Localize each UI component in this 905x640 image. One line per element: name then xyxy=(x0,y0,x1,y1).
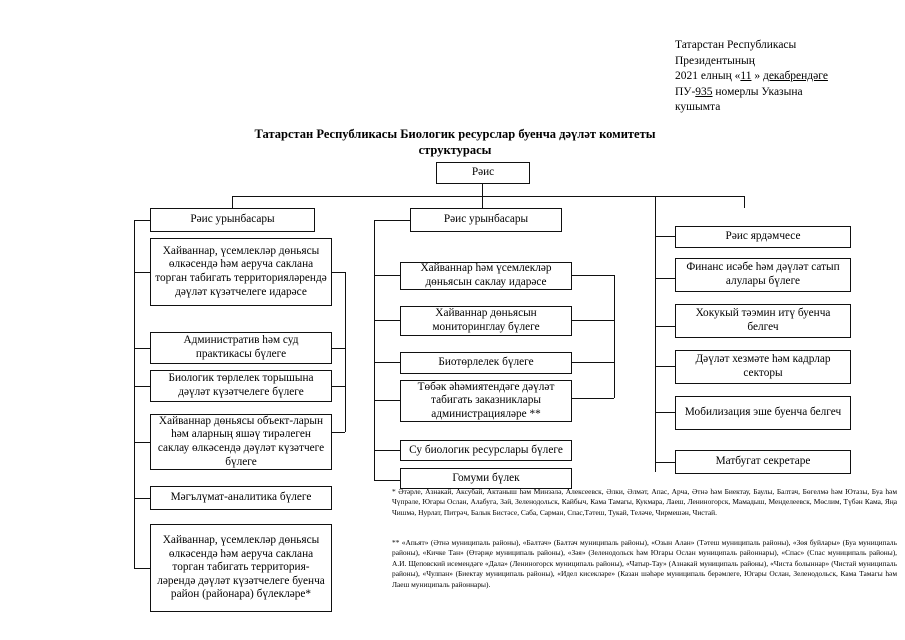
org-node-left-2: Административ һәм суд практикасы бүлеге xyxy=(150,332,332,364)
footnote-two: ** «Апьят» (Әтнә муниципаль районы), «Ба… xyxy=(392,538,897,589)
connector-right-branch-4 xyxy=(655,412,675,414)
header-line-3: 2021 елның «11 » декабрендәге xyxy=(675,69,900,85)
header-line-1: Татарстан Республикасы xyxy=(675,39,797,51)
connector-middle-branch-1 xyxy=(374,275,400,277)
org-node-middle-2: Хайваннар дөньясын мониторинглау бүлеге xyxy=(400,306,572,336)
connector-right-branch-1 xyxy=(655,278,675,280)
connector-right-spine xyxy=(655,196,657,472)
org-node-middle-head: Рәис урынбасары xyxy=(410,208,562,232)
org-node-middle-1: Хайваннар һәм үсемлекләр дөньясын саклау… xyxy=(400,262,572,290)
org-node-right-2: Хокукый тәэмин итү буенча белгеч xyxy=(675,304,851,338)
connector-left-branch-6 xyxy=(134,568,150,570)
connector-drop-left xyxy=(232,196,234,208)
org-node-left-3: Биологик төрлелек торышына дәүләт күзәтч… xyxy=(150,370,332,402)
org-node-left-head: Рәис урынбасары xyxy=(150,208,315,232)
decree-reference-block: Татарстан Республикасы Президентының 202… xyxy=(675,38,900,116)
connector-left-tie-4 xyxy=(332,432,345,434)
connector-drop-right xyxy=(744,196,746,208)
org-node-middle-6: Гомуми бүлек xyxy=(400,468,572,489)
connector-left-branch-5 xyxy=(134,498,150,500)
connector-left-tie-3 xyxy=(332,386,345,388)
header-number-suffix: номерлы Указына xyxy=(712,85,803,98)
connector-root-bus xyxy=(232,196,744,198)
footnote-one: * Әтәрле, Азнакай, Аксубай, Актаныш һәм … xyxy=(392,487,897,517)
header-month-value: декабрендәге xyxy=(762,70,828,83)
connector-middle-group-tie xyxy=(614,275,616,398)
connector-middle-branch-4 xyxy=(374,400,400,402)
connector-right-branch-2 xyxy=(655,326,675,328)
connector-middle-branch-2 xyxy=(374,320,400,322)
connector-right-branch-5 xyxy=(655,462,675,464)
header-number-prefix: ПУ- xyxy=(675,85,696,98)
connector-middle-branch-3 xyxy=(374,362,400,364)
connector-right-branch-3 xyxy=(655,366,675,368)
org-node-left-1: Хайваннар, үсемлекләр дөньясы өлкәсендә … xyxy=(150,238,332,306)
connector-middle-branch-head xyxy=(374,220,410,222)
connector-right-branch-head xyxy=(655,236,675,238)
header-line-4: ПУ-935 номерлы Указына xyxy=(675,85,900,101)
connector-left-group-tie xyxy=(345,272,347,432)
connector-middle-spine xyxy=(374,220,376,480)
connector-root-stem xyxy=(482,184,484,196)
connector-middle-branch-5 xyxy=(374,450,400,452)
org-node-right-4: Мобилизация эше буенча белгеч xyxy=(675,396,851,430)
org-node-left-6: Хайваннар, үсемлекләр дөньясы өлкәсендә … xyxy=(150,524,332,612)
connector-left-branch-1 xyxy=(134,272,150,274)
org-node-root: Рәис xyxy=(436,162,530,184)
connector-left-spine xyxy=(134,220,136,568)
org-node-middle-4: Төбәк әһәмиятендәге дәүләт табигать зака… xyxy=(400,380,572,422)
page-title-line-2: структурасы xyxy=(418,143,492,157)
header-number-value: 935 xyxy=(695,85,713,98)
connector-middle-tie-3 xyxy=(572,362,614,364)
org-node-middle-3: Биотөрлелек бүлеге xyxy=(400,352,572,374)
connector-left-branch-2 xyxy=(134,348,150,350)
header-day-value: 11 xyxy=(740,70,752,83)
connector-middle-tie-4 xyxy=(572,398,614,400)
org-node-right-5: Матбугат секретаре xyxy=(675,450,851,474)
header-line-5: кушымта xyxy=(675,101,721,114)
connector-left-tie-2 xyxy=(332,348,345,350)
connector-middle-tie-1 xyxy=(572,275,614,277)
page-title: Татарстан Республикасы Биологик ресурсла… xyxy=(150,126,760,158)
org-node-left-4: Хайваннар дөньясы объект-ларын һәм аларн… xyxy=(150,414,332,470)
org-node-right-1: Финанс исәбе һәм дәүләт сатып алулары бү… xyxy=(675,258,851,292)
connector-middle-tie-2 xyxy=(572,320,614,322)
header-date-prefix: 2021 елның « xyxy=(675,70,741,83)
header-date-mid: » xyxy=(751,70,763,83)
connector-drop-middle xyxy=(482,196,484,208)
connector-left-branch-head xyxy=(134,220,150,222)
page-title-line-1: Татарстан Республикасы Биологик ресурсла… xyxy=(254,127,656,141)
connector-left-branch-4 xyxy=(134,442,150,444)
org-node-right-head: Рәис ярдәмчесе xyxy=(675,226,851,248)
connector-left-tie-1 xyxy=(332,272,345,274)
org-node-right-3: Дәүләт хезмәте һәм кадрлар секторы xyxy=(675,350,851,384)
connector-middle-branch-6 xyxy=(374,480,400,482)
header-line-2: Президентының xyxy=(675,54,755,67)
org-node-middle-5: Су биологик ресурслары бүлеге xyxy=(400,440,572,461)
connector-left-branch-3 xyxy=(134,386,150,388)
org-node-left-5: Мәгълүмат-аналитика бүлеге xyxy=(150,486,332,510)
